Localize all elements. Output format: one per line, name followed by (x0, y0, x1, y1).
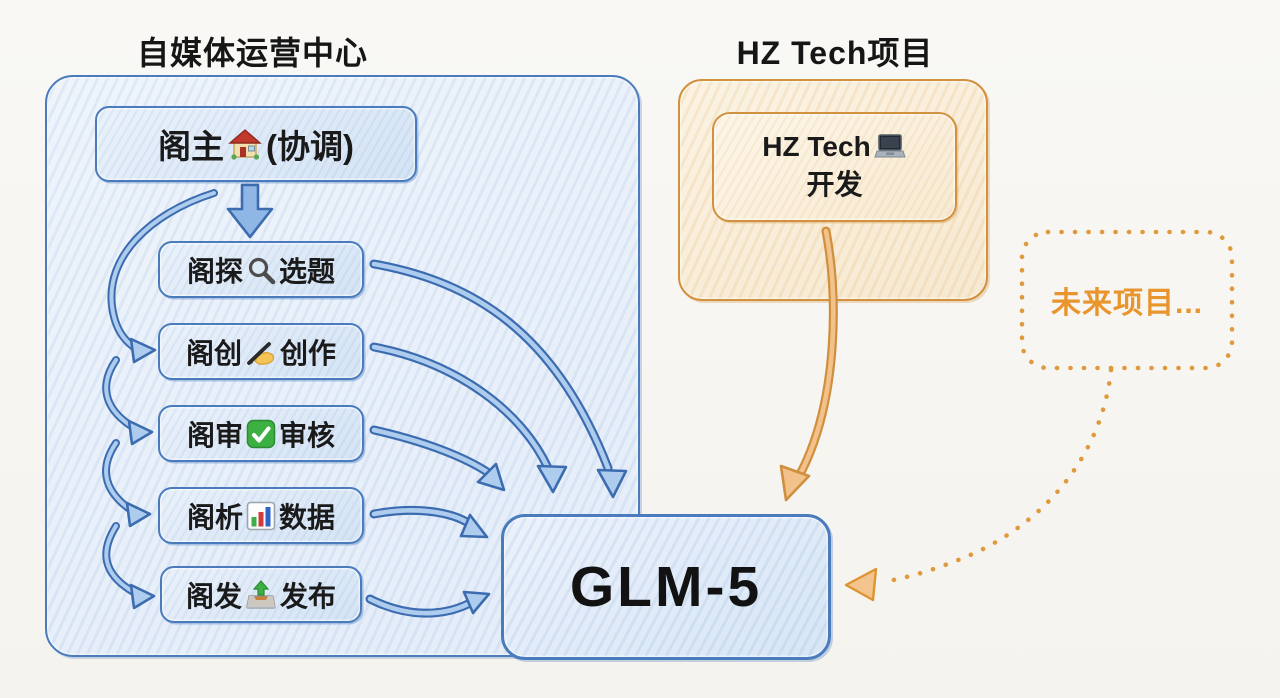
node-agent-topics: 阁探 选题 (158, 241, 364, 298)
agent-prefix: 阁审 (186, 419, 243, 451)
node-agent-review: 阁审 审核 (158, 405, 364, 462)
node-coordinator: 阁主 (协调) (95, 106, 417, 182)
coordinator-suffix: (协调) (266, 128, 354, 165)
node-agent-publish: 阁发 发布 (160, 566, 362, 623)
laptop-icon (873, 133, 907, 161)
agent-suffix: 创作 (280, 337, 337, 369)
agent-prefix: 阁探 (186, 255, 243, 287)
house-icon (227, 126, 263, 162)
hz-dev-line1: HZ Tech (762, 131, 871, 162)
agent-prefix: 阁创 (185, 337, 242, 369)
magnifier-icon (246, 255, 276, 285)
node-agent-creation: 阁创 创作 (158, 323, 364, 380)
node-agent-analytics: 阁析 数据 (158, 487, 364, 544)
outbox-tray-icon (245, 579, 277, 610)
hub-label: GLM-5 (569, 555, 763, 619)
future-label-text: 未来项目... (1050, 287, 1203, 320)
hz-tech-title: HZ Tech项目 (736, 35, 934, 71)
node-future-projects: 未来项目... (1022, 232, 1232, 368)
arrow-future-head (844, 567, 878, 602)
check-mark-icon (246, 419, 276, 449)
bar-chart-icon (246, 501, 276, 531)
agent-suffix: 审核 (279, 419, 336, 451)
node-glm5-hub: GLM-5 (501, 514, 831, 660)
agent-suffix: 选题 (279, 255, 336, 287)
hz-dev-line2: 开发 (806, 169, 863, 200)
agent-prefix: 阁析 (186, 501, 243, 533)
arrow-future-to-hub (885, 367, 1114, 584)
node-hz-dev: HZ Tech 开发 (712, 112, 957, 222)
agent-suffix: 发布 (280, 580, 337, 612)
media-center-title: 自媒体运营中心 (136, 35, 368, 71)
agent-prefix: 阁发 (185, 580, 242, 612)
writing-hand-icon (245, 337, 277, 367)
agent-suffix: 数据 (279, 501, 336, 533)
coordinator-prefix: 阁主 (158, 128, 224, 165)
